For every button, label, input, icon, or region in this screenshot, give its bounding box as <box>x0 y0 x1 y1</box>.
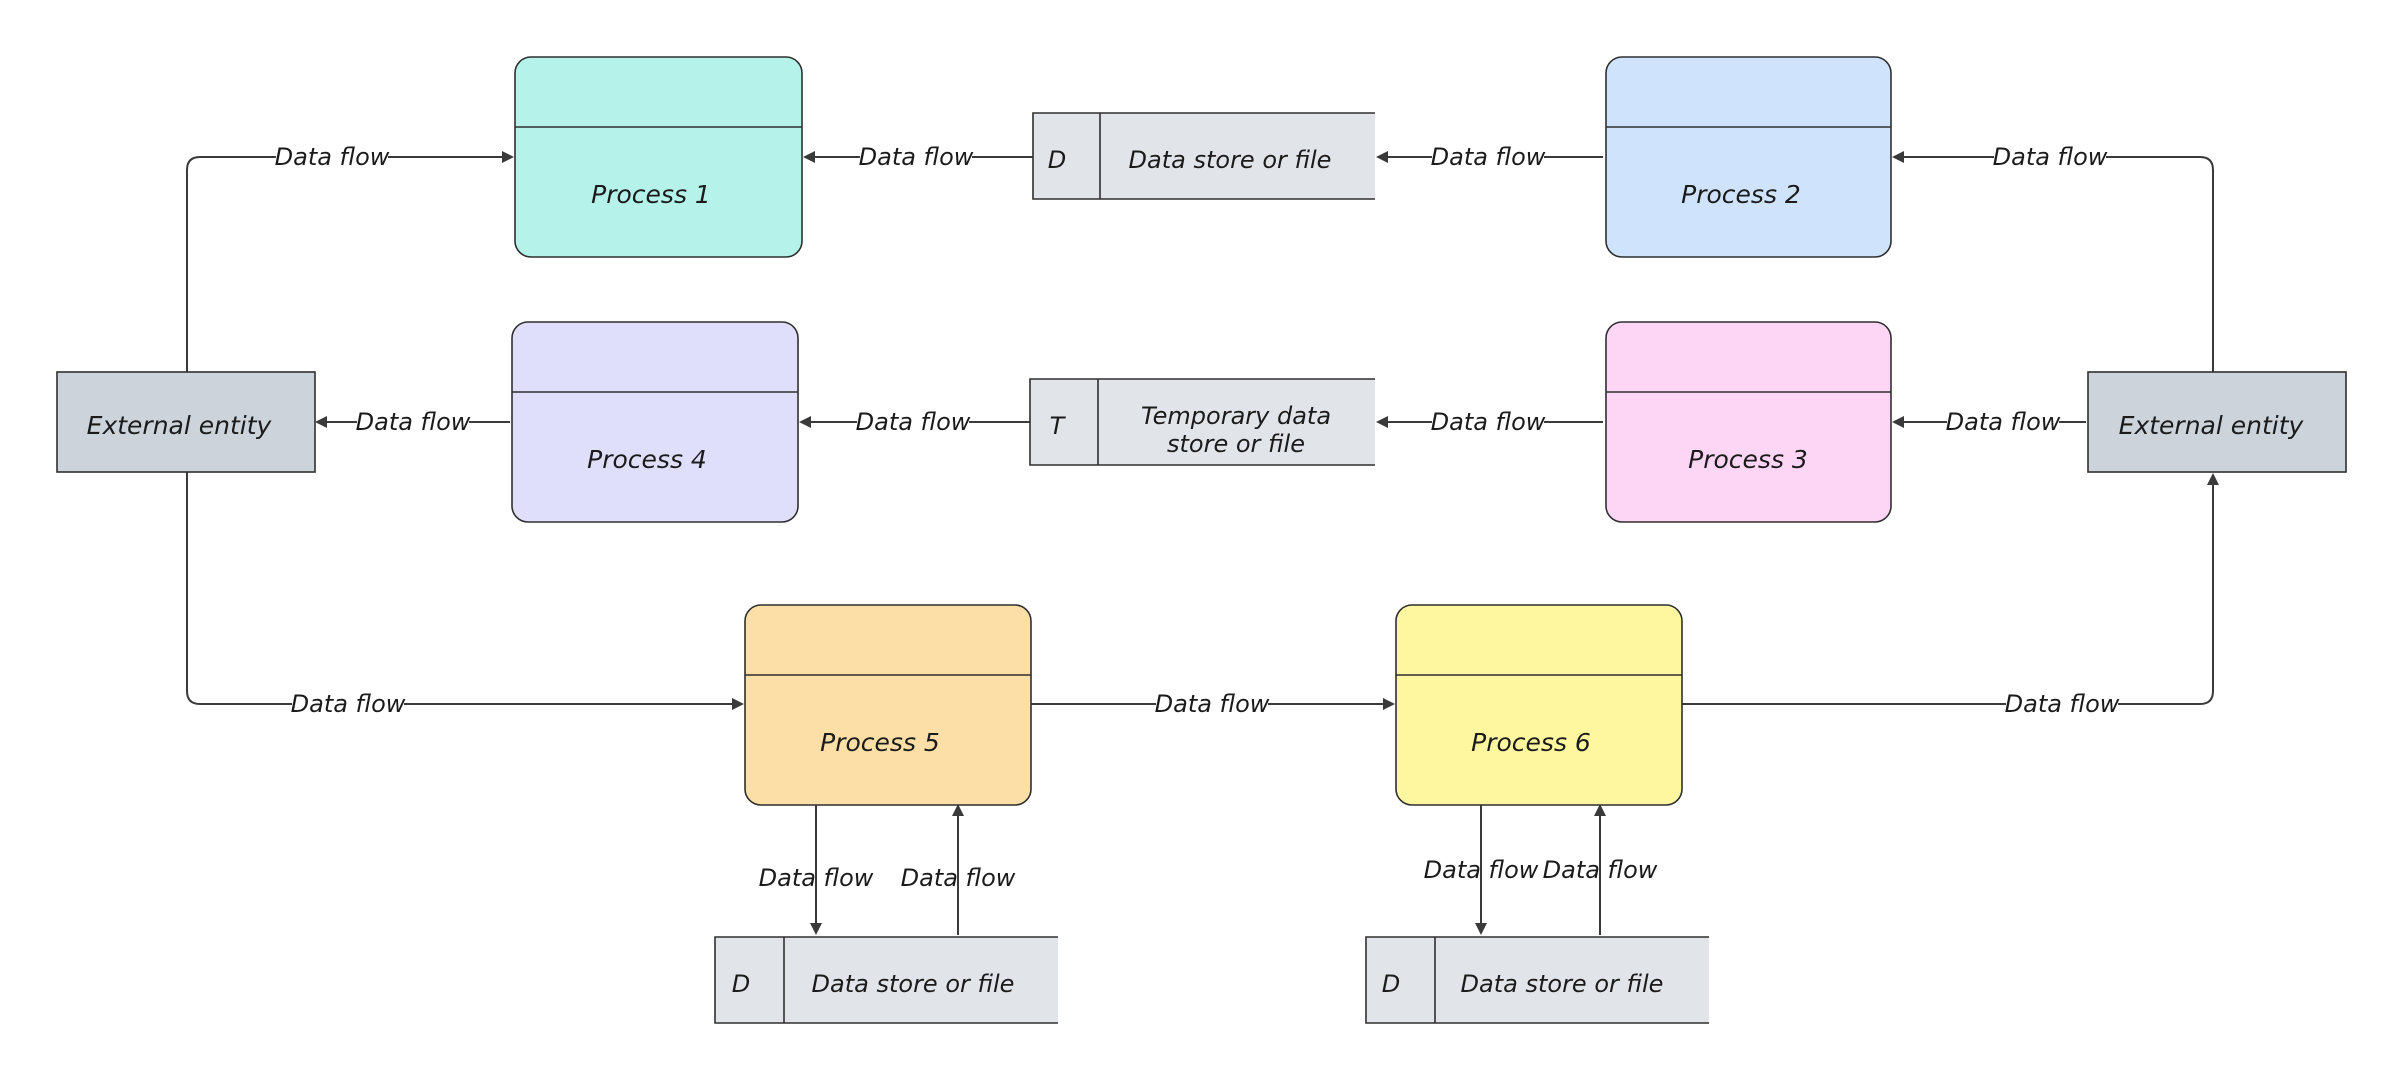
data-store-bottom-left-label: Data store or file <box>812 970 1015 998</box>
flow-label-entity-right-to-process-2: Data flow <box>1993 143 2108 171</box>
data-store-bottom-right[interactable]: D Data store or file <box>1365 936 1709 1024</box>
data-store-top-fill <box>1033 113 1375 199</box>
process-6-box <box>1395 604 1683 806</box>
flow-label-process-6-to-store: Data flow <box>1424 856 1539 884</box>
external-entity-left[interactable]: External entity <box>56 371 316 473</box>
process-5[interactable]: Process 5 <box>744 604 1032 806</box>
data-store-top-outline <box>1032 112 1375 200</box>
process-3-box <box>1605 321 1892 523</box>
flow-line-entity-right-to-process-2 <box>1892 151 2214 372</box>
flow-label-entity-left-to-process-1: Data flow <box>275 143 390 171</box>
process-6[interactable]: Process 6 <box>1395 604 1683 806</box>
external-entity-right-box <box>2087 371 2347 473</box>
data-store-bottom-right-id: D <box>1382 970 1400 998</box>
data-store-bottom-left-id: D <box>732 970 750 998</box>
data-store-bottom-left-fill <box>715 937 1058 1023</box>
data-store-middle[interactable]: T Temporary data store or file <box>1029 378 1375 466</box>
process-2-label: Process 2 <box>1681 180 1801 209</box>
flow-line-entity-left-to-process-5 <box>186 472 744 710</box>
process-4-label: Process 4 <box>587 445 707 474</box>
data-store-bottom-right-outline <box>1365 936 1709 1024</box>
process-5-label: Process 5 <box>820 728 940 757</box>
flow-lines <box>186 151 2219 935</box>
data-store-top[interactable]: D Data store or file <box>1032 112 1375 200</box>
flow-label-store-top-to-process-1: Data flow <box>859 143 974 171</box>
data-store-middle-label-line-1: Temporary data <box>1141 402 1331 430</box>
data-store-top-label: Data store or file <box>1129 146 1332 174</box>
flow-label-process-3-to-store-middle: Data flow <box>1431 408 1546 436</box>
process-4[interactable]: Process 4 <box>511 321 799 523</box>
external-entity-left-label: External entity <box>87 411 273 440</box>
data-store-top-id: D <box>1048 146 1066 174</box>
process-6-label: Process 6 <box>1471 728 1591 757</box>
external-entity-right[interactable]: External entity <box>2087 371 2347 473</box>
data-store-bottom-left[interactable]: D Data store or file <box>714 936 1058 1024</box>
process-4-box <box>511 321 799 523</box>
flow-label-store-middle-to-process-4: Data flow <box>856 408 971 436</box>
flow-label-entity-right-to-process-3: Data flow <box>1946 408 2061 436</box>
flow-label-process-6-to-entity-right: Data flow <box>2005 690 2120 718</box>
data-store-middle-outline <box>1029 378 1375 466</box>
flow-label-process-4-to-entity-left: Data flow <box>356 408 471 436</box>
process-3-label: Process 3 <box>1688 445 1808 474</box>
flow-label-store-to-process-6: Data flow <box>1543 856 1658 884</box>
data-store-bottom-right-fill <box>1366 937 1709 1023</box>
data-store-middle-id: T <box>1050 412 1067 440</box>
process-2[interactable]: Process 2 <box>1605 56 1892 258</box>
process-5-box <box>744 604 1032 806</box>
data-store-middle-fill <box>1030 379 1375 465</box>
flow-label-entity-left-to-process-5: Data flow <box>291 690 406 718</box>
flow-line-process-6-to-entity-right <box>1680 473 2219 705</box>
flow-labels: Data flow Data flow Data flow Data flow … <box>275 143 2120 892</box>
process-1-label: Process 1 <box>591 180 711 209</box>
process-2-box <box>1605 56 1892 258</box>
process-1-box <box>514 56 803 258</box>
process-3[interactable]: Process 3 <box>1605 321 1892 523</box>
data-store-bottom-right-label: Data store or file <box>1461 970 1664 998</box>
external-entity-left-box <box>56 371 316 473</box>
flow-label-process-5-to-process-6: Data flow <box>1155 690 1270 718</box>
flow-label-process-2-to-store-top: Data flow <box>1431 143 1546 171</box>
flow-line-entity-left-to-process-1 <box>186 151 514 372</box>
data-store-bottom-left-outline <box>714 936 1058 1024</box>
process-1[interactable]: Process 1 <box>514 56 803 258</box>
data-store-middle-label-line-2: store or file <box>1167 430 1305 458</box>
external-entity-right-label: External entity <box>2119 411 2305 440</box>
flow-label-process-5-to-store: Data flow <box>759 864 874 892</box>
flow-label-store-to-process-5: Data flow <box>901 864 1016 892</box>
